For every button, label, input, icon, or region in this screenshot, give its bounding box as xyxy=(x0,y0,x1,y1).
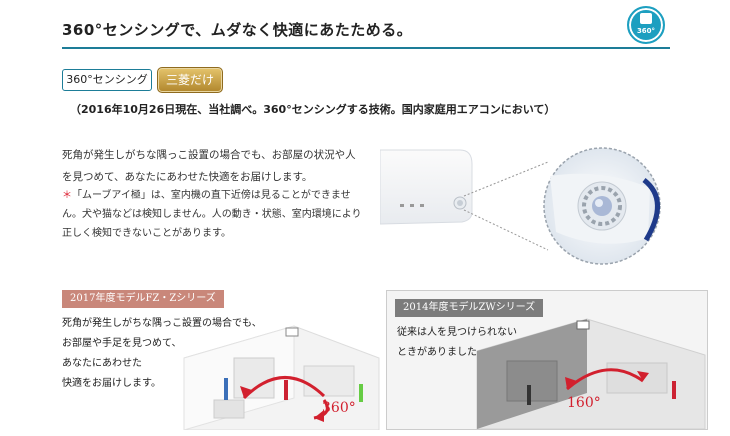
panel-line: あなたにあわせた xyxy=(62,358,142,369)
shirt-icon xyxy=(640,13,652,24)
exclusive-tag: 三菱だけ xyxy=(157,67,223,93)
indicator-light xyxy=(410,204,414,207)
indicator-light xyxy=(400,204,404,207)
360-sensing-badge: 360° xyxy=(627,6,665,44)
panel-2014-model: 2014年度モデルZWシリーズ 従来は人を見つけられない ときがありました。 1… xyxy=(386,290,708,430)
angle-label: 160° xyxy=(567,395,601,411)
sensor-eye-core xyxy=(457,200,463,206)
sensor-illustration xyxy=(380,147,661,265)
person-figure xyxy=(527,385,531,405)
arrow-left xyxy=(566,368,644,391)
indicator-light xyxy=(420,204,424,207)
panel-tag-2017: 2017年度モデルFZ・Zシリーズ xyxy=(62,290,224,308)
footnote: ＊「ムーブアイ極」は、室内機の直下近傍は見ることができません。犬や猫などは検知し… xyxy=(62,186,362,243)
description-text: 死角が発生しがちな隅っこ設置の場合でも、お部屋の状況や人を見つめて、あなたにあわ… xyxy=(62,149,356,183)
panel-line: ときがありました。 xyxy=(397,347,487,358)
footnote-text: 「ムーブアイ極」は、室内機の直下近傍は見ることができません。犬や猫などは検知しま… xyxy=(62,190,362,239)
person-figure xyxy=(284,380,288,400)
callout-line xyxy=(463,161,549,197)
arrow-left xyxy=(242,376,326,400)
lens-highlight xyxy=(595,199,603,207)
panel-line: お部屋や手足を見つめて、 xyxy=(62,338,182,349)
panel-text-2017: 死角が発生しがちな隅っこ設置の場合でも、 お部屋や手足を見つめて、 あなたにあわ… xyxy=(62,314,262,394)
panel-line: 快適をお届けします。 xyxy=(62,378,161,389)
shelf xyxy=(303,365,355,397)
feature-tag: 360°センシング xyxy=(62,69,152,91)
person-figure xyxy=(672,381,676,399)
room-illustration-160: 160° xyxy=(476,318,706,429)
badge-label: 360° xyxy=(636,27,656,35)
survey-note: （2016年10月26日現在、当社調べ。360°センシングする技術。国内家庭用エ… xyxy=(70,103,556,116)
person-figure xyxy=(224,378,228,400)
window xyxy=(233,357,275,399)
sofa xyxy=(213,399,245,419)
panel-tag-2014: 2014年度モデルZWシリーズ xyxy=(395,299,544,317)
panel-2017-model: 2017年度モデルFZ・Zシリーズ 死角が発生しがちな隅っこ設置の場合でも、 お… xyxy=(62,290,384,430)
panel-line: 死角が発生しがちな隅っこ設置の場合でも、 xyxy=(62,318,262,329)
sensor-segments xyxy=(582,186,622,226)
aircon-unit xyxy=(576,320,590,330)
person-figure xyxy=(359,384,363,402)
page-title: 360°センシングで、ムダなく快適にあたためる。 xyxy=(62,21,413,39)
panel-text-2014: 従来は人を見つけられない ときがありました。 xyxy=(397,323,517,363)
panel-line: 従来は人を見つけられない xyxy=(397,327,517,338)
aircon-body xyxy=(380,149,473,225)
footnote-mark: ＊ xyxy=(62,190,72,201)
aircon-unit xyxy=(285,327,299,337)
title-divider xyxy=(62,47,670,49)
callout-line xyxy=(463,209,549,251)
angle-label: 360° xyxy=(322,400,356,416)
window xyxy=(506,360,558,402)
sensor-lens xyxy=(592,196,612,216)
room-illustration-360: 360° xyxy=(183,325,380,430)
blue-accent xyxy=(642,178,660,242)
